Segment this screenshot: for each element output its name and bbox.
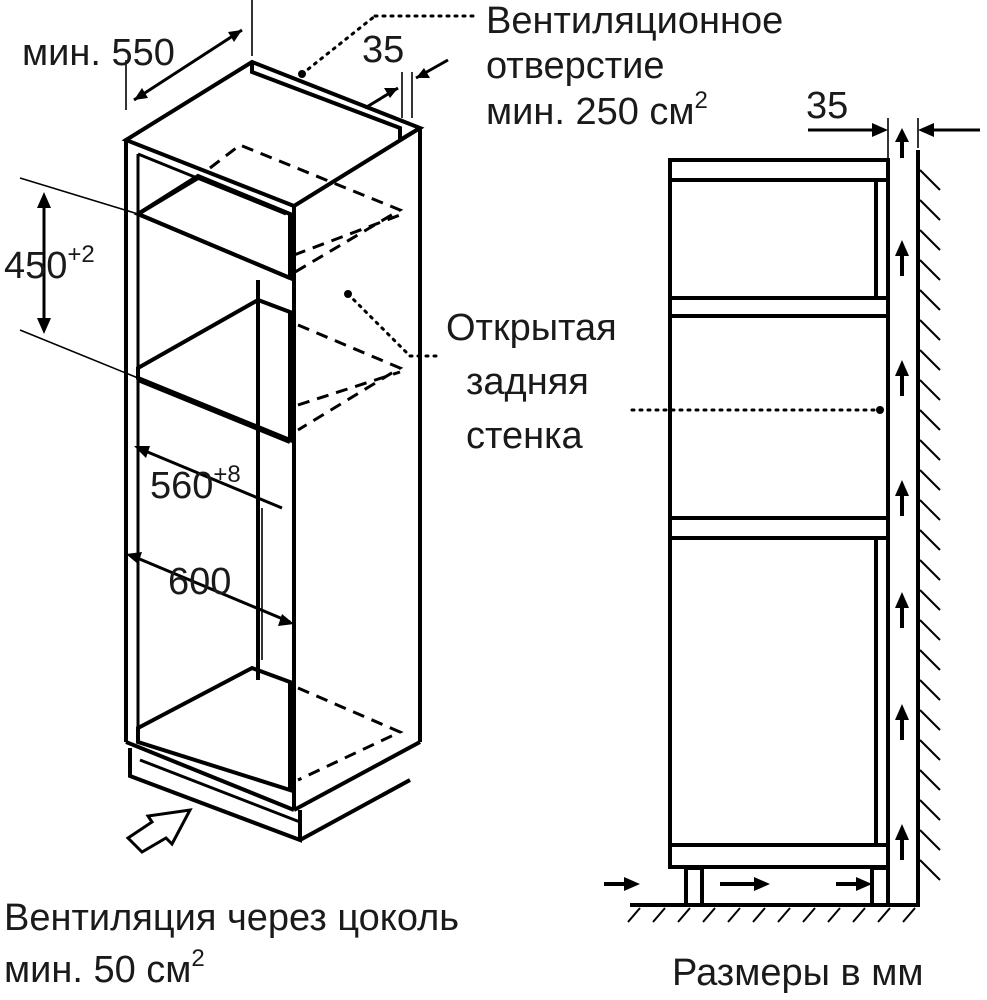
min-depth-label: мин. 550 bbox=[22, 32, 175, 74]
top-gap-label: 35 bbox=[362, 29, 404, 71]
middle-niche-back-dashed-2 bbox=[297, 370, 401, 407]
dimension-niche-height bbox=[19, 177, 139, 379]
cabinet-width-label: 600 bbox=[168, 561, 231, 603]
middle-shelf bbox=[136, 297, 292, 443]
open-back-line3: стенка bbox=[466, 415, 584, 457]
bottom-niche-back-dashed bbox=[297, 686, 404, 782]
open-back-leader-left bbox=[344, 290, 442, 358]
units-note: Размеры в мм bbox=[672, 952, 923, 994]
niche-height-label: 450+2 bbox=[4, 241, 95, 287]
airflow-floor-arrows bbox=[604, 877, 872, 891]
side-bottom-board bbox=[668, 843, 890, 869]
open-back-leader-right bbox=[630, 406, 884, 414]
dimension-min-depth bbox=[125, 0, 253, 110]
wall-hatching bbox=[919, 169, 941, 881]
cabinet-front-bottom-edge bbox=[125, 740, 295, 812]
vent-opening-line2: отверстие bbox=[486, 45, 665, 87]
arrow-right-icon bbox=[604, 877, 640, 891]
dimension-niche-width bbox=[134, 446, 283, 660]
side-foot-back bbox=[870, 866, 890, 907]
dimension-side-gap bbox=[808, 118, 980, 158]
cabinet-top-face bbox=[121, 59, 425, 209]
plinth-inner bbox=[139, 758, 301, 824]
arrow-up-icon bbox=[895, 592, 909, 628]
side-view bbox=[604, 118, 980, 923]
side-gap-label: 35 bbox=[806, 85, 848, 127]
plinth-vent-line1: Вентиляция через цоколь bbox=[4, 897, 459, 939]
floor-hatching bbox=[627, 907, 916, 923]
arrow-up-icon bbox=[895, 128, 909, 158]
arrow-up-icon bbox=[895, 360, 909, 396]
arrow-up-icon bbox=[895, 480, 909, 516]
arrow-right-icon bbox=[836, 877, 872, 891]
upper-niche-back-dashed bbox=[209, 143, 404, 277]
side-middle-shelf bbox=[668, 516, 890, 540]
top-vent-notch bbox=[250, 62, 422, 144]
side-foot-front bbox=[684, 866, 704, 907]
arrow-up-icon bbox=[895, 704, 909, 740]
upper-shelf bbox=[133, 173, 292, 282]
plinth-front bbox=[128, 748, 302, 843]
arrow-up-icon bbox=[895, 240, 909, 276]
arrow-right-icon bbox=[720, 877, 770, 891]
upper-shelf-front bbox=[137, 212, 291, 280]
vent-opening-leader bbox=[298, 14, 480, 78]
airflow-up-arrows bbox=[895, 128, 909, 860]
open-back-line1: Открытая bbox=[446, 307, 617, 349]
upper-shelf-left bbox=[136, 176, 200, 216]
plinth-side bbox=[299, 778, 411, 842]
side-upper-shelf bbox=[668, 296, 890, 318]
middle-niche-back-dashed bbox=[297, 323, 404, 432]
cabinet-isometric bbox=[121, 59, 425, 854]
open-back-line2: задняя bbox=[466, 361, 589, 403]
bottom-shelf bbox=[136, 665, 292, 793]
vent-opening-line1: Вентиляционное bbox=[486, 0, 783, 42]
middle-shelf-front bbox=[137, 378, 291, 444]
niche-width-label: 560+8 bbox=[150, 461, 241, 507]
dimension-top-gap bbox=[364, 58, 449, 118]
plinth-vent-line2: мин. 50 см2 bbox=[4, 945, 205, 991]
side-top-board bbox=[668, 158, 890, 182]
vent-opening-line3: мин. 250 см2 bbox=[486, 87, 708, 133]
cabinet-side-bottom-edge bbox=[293, 740, 421, 812]
arrow-up-icon bbox=[895, 824, 909, 860]
dimension-cabinet-width bbox=[126, 552, 294, 626]
plinth-vent-arrow-icon bbox=[125, 808, 193, 854]
